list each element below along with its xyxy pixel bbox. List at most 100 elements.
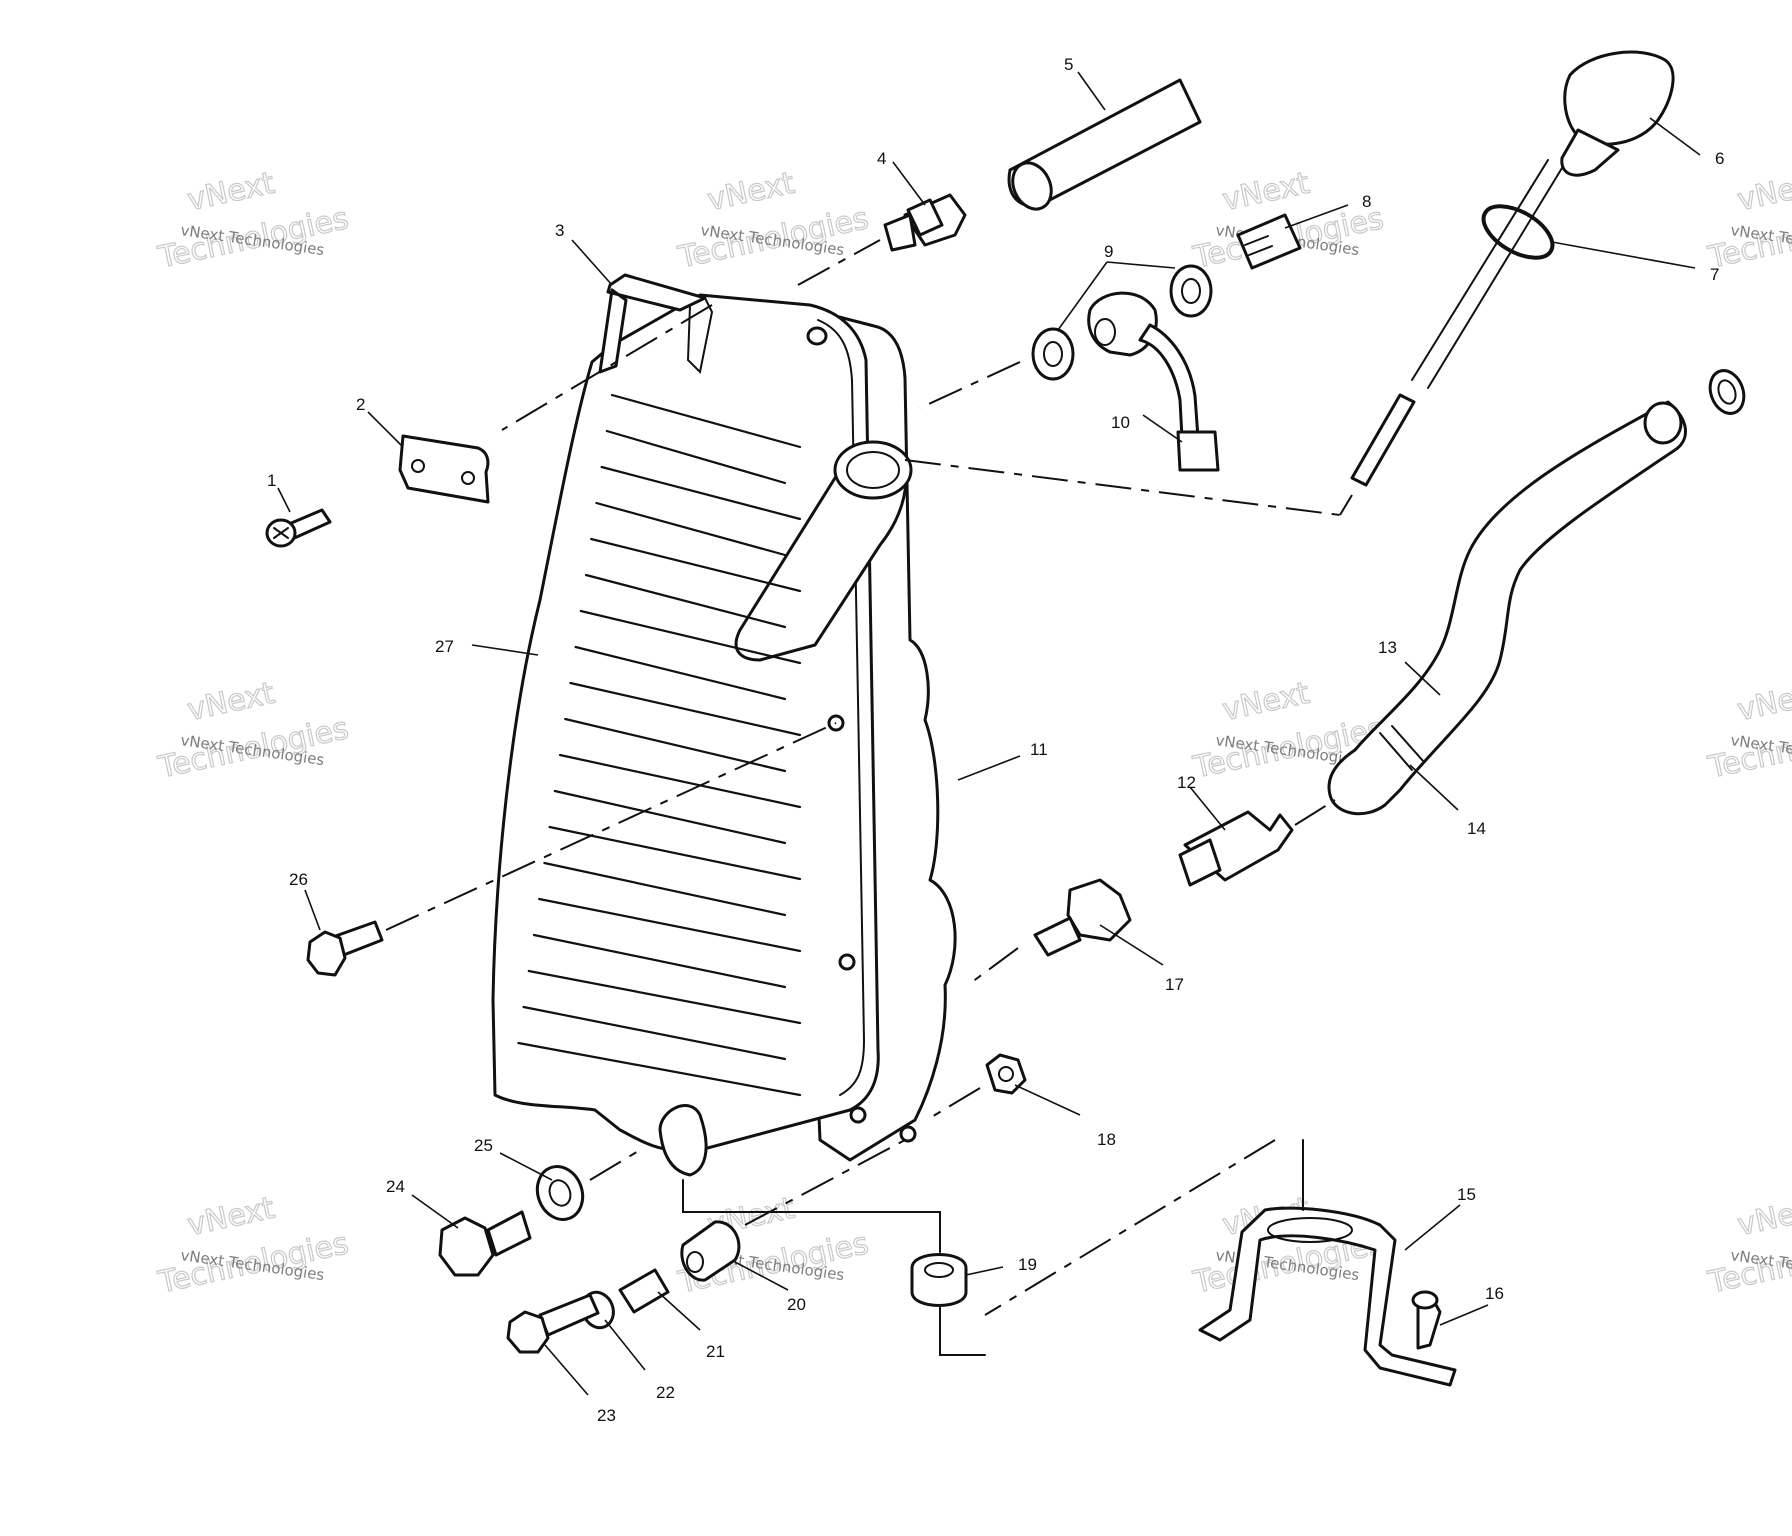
- leader-19: [965, 1266, 1004, 1276]
- tank-lug-top: [806, 326, 828, 346]
- callout-6: 6: [1715, 149, 1724, 168]
- sleeve-21: [618, 1268, 670, 1314]
- callout-12: 12: [1177, 773, 1196, 792]
- callout-16: 16: [1485, 1284, 1504, 1303]
- washer-25-hole: [548, 1179, 572, 1207]
- watermark-big-top: vNext: [704, 166, 797, 219]
- tank-flange-edge: [817, 319, 866, 1096]
- banjo-eye: [1087, 291, 1158, 357]
- grommet-19-hole: [924, 1262, 954, 1278]
- line-dipstick-down: [1339, 494, 1353, 516]
- callout-13: 13: [1378, 638, 1397, 657]
- bolt-26-head: [306, 930, 347, 977]
- line-banjo-to-tank: [919, 361, 1021, 409]
- bracket-15: [1198, 1206, 1457, 1387]
- tank-lug-corner: [899, 1125, 917, 1143]
- leader-5: [1077, 71, 1106, 111]
- vent-fitting-nut: [906, 198, 944, 237]
- filler-hose-washer: [1708, 369, 1746, 415]
- leader-9: [1057, 261, 1176, 331]
- callout-8: 8: [1362, 192, 1371, 211]
- callout-18: 18: [1097, 1130, 1116, 1149]
- bracket-15-hole: [1267, 1217, 1353, 1243]
- callout-5: 5: [1064, 55, 1073, 74]
- screw-1-slot-b: [273, 527, 289, 539]
- tank-rib: [584, 573, 787, 629]
- banjo-fitting: [1031, 213, 1302, 472]
- line-bolt-26: [385, 722, 837, 931]
- leader-4: [892, 161, 926, 206]
- bolt-24: [486, 1210, 532, 1257]
- tank-rib: [610, 393, 802, 449]
- line-fitting-12: [1294, 799, 1336, 826]
- callout-25: 25: [474, 1136, 493, 1155]
- tank-rib: [538, 897, 802, 953]
- grommet-20: [680, 1220, 741, 1282]
- bolt-23: [538, 1293, 600, 1337]
- bolt-23-head: [506, 1310, 550, 1354]
- tank-rib: [517, 1041, 802, 1097]
- callout-3: 3: [555, 221, 564, 240]
- leader-16: [1439, 1304, 1489, 1326]
- filler-hose-band-2: [1391, 725, 1425, 763]
- mounting-bracket: [1198, 1206, 1457, 1387]
- leader-20: [734, 1261, 789, 1291]
- banjo-bolt-thread-1: [1244, 235, 1269, 246]
- leader-24: [411, 1194, 459, 1229]
- leader-3: [571, 239, 613, 286]
- leader-lines: [277, 71, 1701, 1396]
- banjo-washer-right: [1169, 264, 1213, 318]
- callout-21: 21: [706, 1342, 725, 1361]
- sensor-17-stem: [1033, 916, 1082, 957]
- washer-25: [535, 1165, 585, 1221]
- leader-15: [1404, 1204, 1461, 1251]
- filler-hose-body: [1327, 400, 1687, 816]
- plate-2-hole-b: [461, 471, 475, 485]
- leader-18: [1014, 1084, 1081, 1116]
- watermark-big-top: vNext: [184, 676, 277, 729]
- vent-hose-end: [1011, 161, 1053, 211]
- leader-6: [1649, 117, 1701, 156]
- filler-hose-band-1: [1379, 732, 1413, 771]
- leader-25: [499, 1152, 553, 1181]
- dipstick-rod-right: [1427, 167, 1563, 389]
- tank-ribs: [517, 393, 802, 1097]
- callout-2: 2: [356, 395, 365, 414]
- line-filler-to-dipstick: [904, 459, 1341, 516]
- leader-7: [1551, 241, 1696, 269]
- screw-16-head: [1411, 1290, 1439, 1310]
- leader-21: [657, 1291, 701, 1331]
- hose-fitting-12-barb: [1178, 838, 1222, 887]
- callout-23: 23: [597, 1406, 616, 1425]
- line-vent: [797, 239, 881, 286]
- banjo-bolt-thread-2: [1248, 245, 1273, 256]
- dipstick-cap: [1563, 50, 1675, 146]
- line-grommet-20: [744, 1139, 906, 1226]
- leader-2: [367, 411, 403, 447]
- vent-fitting-barb: [883, 213, 917, 252]
- leader-10: [1142, 414, 1183, 443]
- dipstick-rod-left: [1411, 159, 1549, 381]
- line-top-bracket: [501, 304, 713, 431]
- callout-11: 11: [1030, 740, 1048, 759]
- watermark-big-top: vNext: [1219, 676, 1312, 729]
- filler-hose: [1327, 369, 1746, 816]
- leader-27: [471, 644, 539, 656]
- callout-14: 14: [1467, 819, 1486, 838]
- bolt-24-head: [438, 1216, 495, 1277]
- callout-numbers: 1 2 3 4 5 6 7 8 9 10 11 12 13 14 15 16 1…: [267, 55, 1724, 1425]
- callout-4: 4: [877, 149, 886, 168]
- plate-2-hole-a: [411, 459, 425, 473]
- leader-26: [304, 889, 321, 931]
- tank-rib: [600, 465, 802, 521]
- watermark-big-top: vNext: [1219, 166, 1312, 219]
- callout-17: 17: [1165, 975, 1184, 994]
- leader-17: [1099, 924, 1164, 966]
- tank-filler-opening: [833, 440, 913, 500]
- vent-line: [883, 78, 1202, 252]
- tank-rib: [590, 537, 802, 593]
- tank-rib: [543, 861, 787, 917]
